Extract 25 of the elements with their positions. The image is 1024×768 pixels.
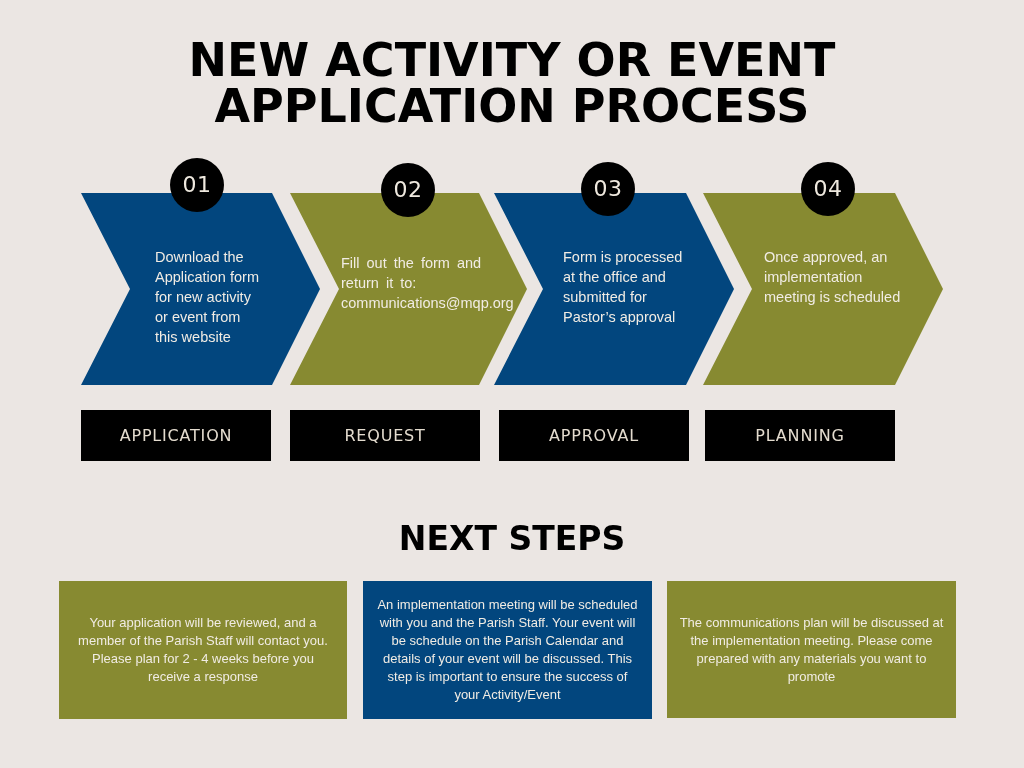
step-number: 03 bbox=[593, 177, 623, 201]
info-card bbox=[667, 581, 956, 718]
step-description: Form is processed at the office and submitted for Pastor’s approval bbox=[563, 248, 684, 327]
info-text: An implementation meeting will be scheduled with you and the Parish Staff. Your event will be schedule on the Parish Calendar and details of your event will be discussed. This step is important to ensure the success of your Activity/Event bbox=[376, 596, 639, 704]
stage-tab bbox=[705, 410, 895, 461]
info-card bbox=[363, 581, 652, 719]
step-description: Download the Application form for new activity or event from this website bbox=[155, 248, 260, 347]
info-text: Your application will be reviewed, and a member of the Parish Staff will contact you. Please plan for 2 - 4 weeks before you receive a response bbox=[77, 614, 329, 686]
stage-label: REQUEST bbox=[344, 425, 426, 446]
stage-label: PLANNING bbox=[755, 425, 845, 446]
stage-tab bbox=[81, 410, 271, 461]
info-text: The communications plan will be discussed at the implementation meeting. Please come prepared with any materials you want to promote bbox=[679, 613, 944, 686]
step-number: 04 bbox=[813, 177, 843, 201]
step-number: 02 bbox=[393, 178, 423, 202]
stage-tab bbox=[290, 410, 480, 461]
step-number: 01 bbox=[182, 173, 212, 197]
info-card bbox=[59, 581, 347, 719]
stage-tab bbox=[499, 410, 689, 461]
process-step bbox=[81, 193, 320, 385]
step-description: Once approved, an implementation meeting is scheduled bbox=[764, 248, 902, 307]
title: NEW ACTIVITY OR EVENT APPLICATION PROCESS bbox=[187, 37, 837, 129]
step-description: Fill out the form and return it to: communications@mqp.org bbox=[341, 254, 514, 313]
section-heading: NEXT STEPS bbox=[398, 519, 626, 559]
stage-label: APPROVAL bbox=[549, 425, 639, 446]
stage-label: APPLICATION bbox=[119, 425, 233, 446]
